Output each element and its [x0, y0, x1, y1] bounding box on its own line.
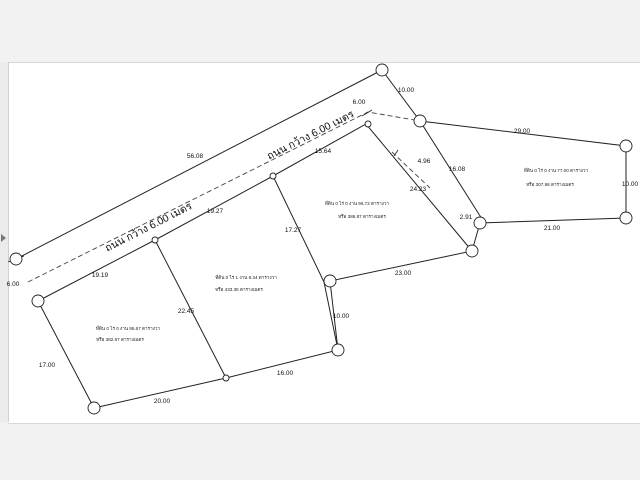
- dimension-label: 19.19: [92, 272, 109, 279]
- dimension-label: 17.00: [39, 362, 56, 369]
- corner-pin: [151, 236, 159, 244]
- dimension-label: 20.00: [154, 398, 171, 405]
- dimension-label: 19.27: [207, 208, 224, 215]
- offset-dashed-line: [391, 151, 431, 189]
- dimension-label: 6.00: [7, 281, 20, 288]
- corner-pin: [9, 252, 23, 266]
- tick-mark: [393, 149, 399, 157]
- corner-pin: [331, 343, 345, 357]
- plot-area-text: ที่ดิน 0 ไร่ 0 งาน 77.00 ตารางวา: [524, 167, 589, 173]
- corner-pin: [364, 120, 372, 128]
- dimension-label: 16.08: [449, 166, 466, 173]
- corner-pin: [465, 244, 479, 258]
- corner-pin: [87, 401, 101, 415]
- corner-pins: [9, 63, 633, 415]
- tick-mark: [361, 109, 373, 117]
- dimension-label: 21.00: [544, 225, 561, 232]
- right-plot-boundary: [419, 120, 483, 220]
- road-label: ถนน กว้าง 6.00 เมตร: [103, 200, 194, 255]
- corner-pin: [222, 374, 230, 382]
- dimension-label: 15.64: [315, 148, 332, 155]
- dimension-label: 10.00: [622, 181, 639, 188]
- dimension-label: 4.96: [418, 158, 431, 165]
- plot-area-text: ที่ดิน 0 ไร่ 1 งาน 8.34 ตารางวา: [215, 274, 277, 280]
- corner-pin: [619, 139, 633, 153]
- dimension-label: 17.27: [285, 227, 302, 234]
- dimension-label: 10.00: [333, 313, 350, 320]
- corner-pin: [269, 172, 277, 180]
- expand-arrow-icon[interactable]: [1, 234, 6, 242]
- plot-area-text: ที่ดิน 0 ไร่ 0 งาน 96.72 ตารางวา: [325, 200, 390, 206]
- road-centerline: [27, 111, 421, 283]
- lot-divider-1: [154, 239, 227, 379]
- side-panel-tab[interactable]: [0, 62, 9, 422]
- corner-pin: [375, 63, 389, 77]
- dimension-label: 24.23: [410, 186, 427, 193]
- dimension-label: 6.00: [353, 99, 366, 106]
- corner-pin: [473, 216, 487, 230]
- corner-pin: [413, 114, 427, 128]
- corner-pin: [619, 211, 633, 225]
- plot-area-text: หรือ 433.35 ตารางเมตร: [215, 286, 263, 292]
- dimension-label: 16.00: [277, 370, 294, 377]
- dimension-label: 56.08: [187, 153, 204, 160]
- plot-area-text: ที่ดิน 0 ไร่ 0 งาน 95.67 ตารางวา: [96, 325, 161, 331]
- corner-pin: [323, 274, 337, 288]
- plot-area-text: หรือ 382.67 ตารางเมตร: [96, 336, 144, 342]
- dimension-label: 10.00: [398, 87, 415, 94]
- dimension-label: 2.91: [460, 214, 473, 221]
- plot-area-text: หรือ 307.98 ตารางเมตร: [526, 181, 574, 187]
- dimension-label: 23.00: [395, 270, 412, 277]
- drawing-sheet: [8, 62, 640, 424]
- corner-pin: [31, 294, 45, 308]
- dimension-label: 22.45: [178, 308, 195, 315]
- plot-area-text: หรือ 386.87 ตารางเมตร: [338, 213, 386, 219]
- outer-boundary-line: [15, 69, 627, 409]
- dimension-label: 29.00: [514, 128, 531, 135]
